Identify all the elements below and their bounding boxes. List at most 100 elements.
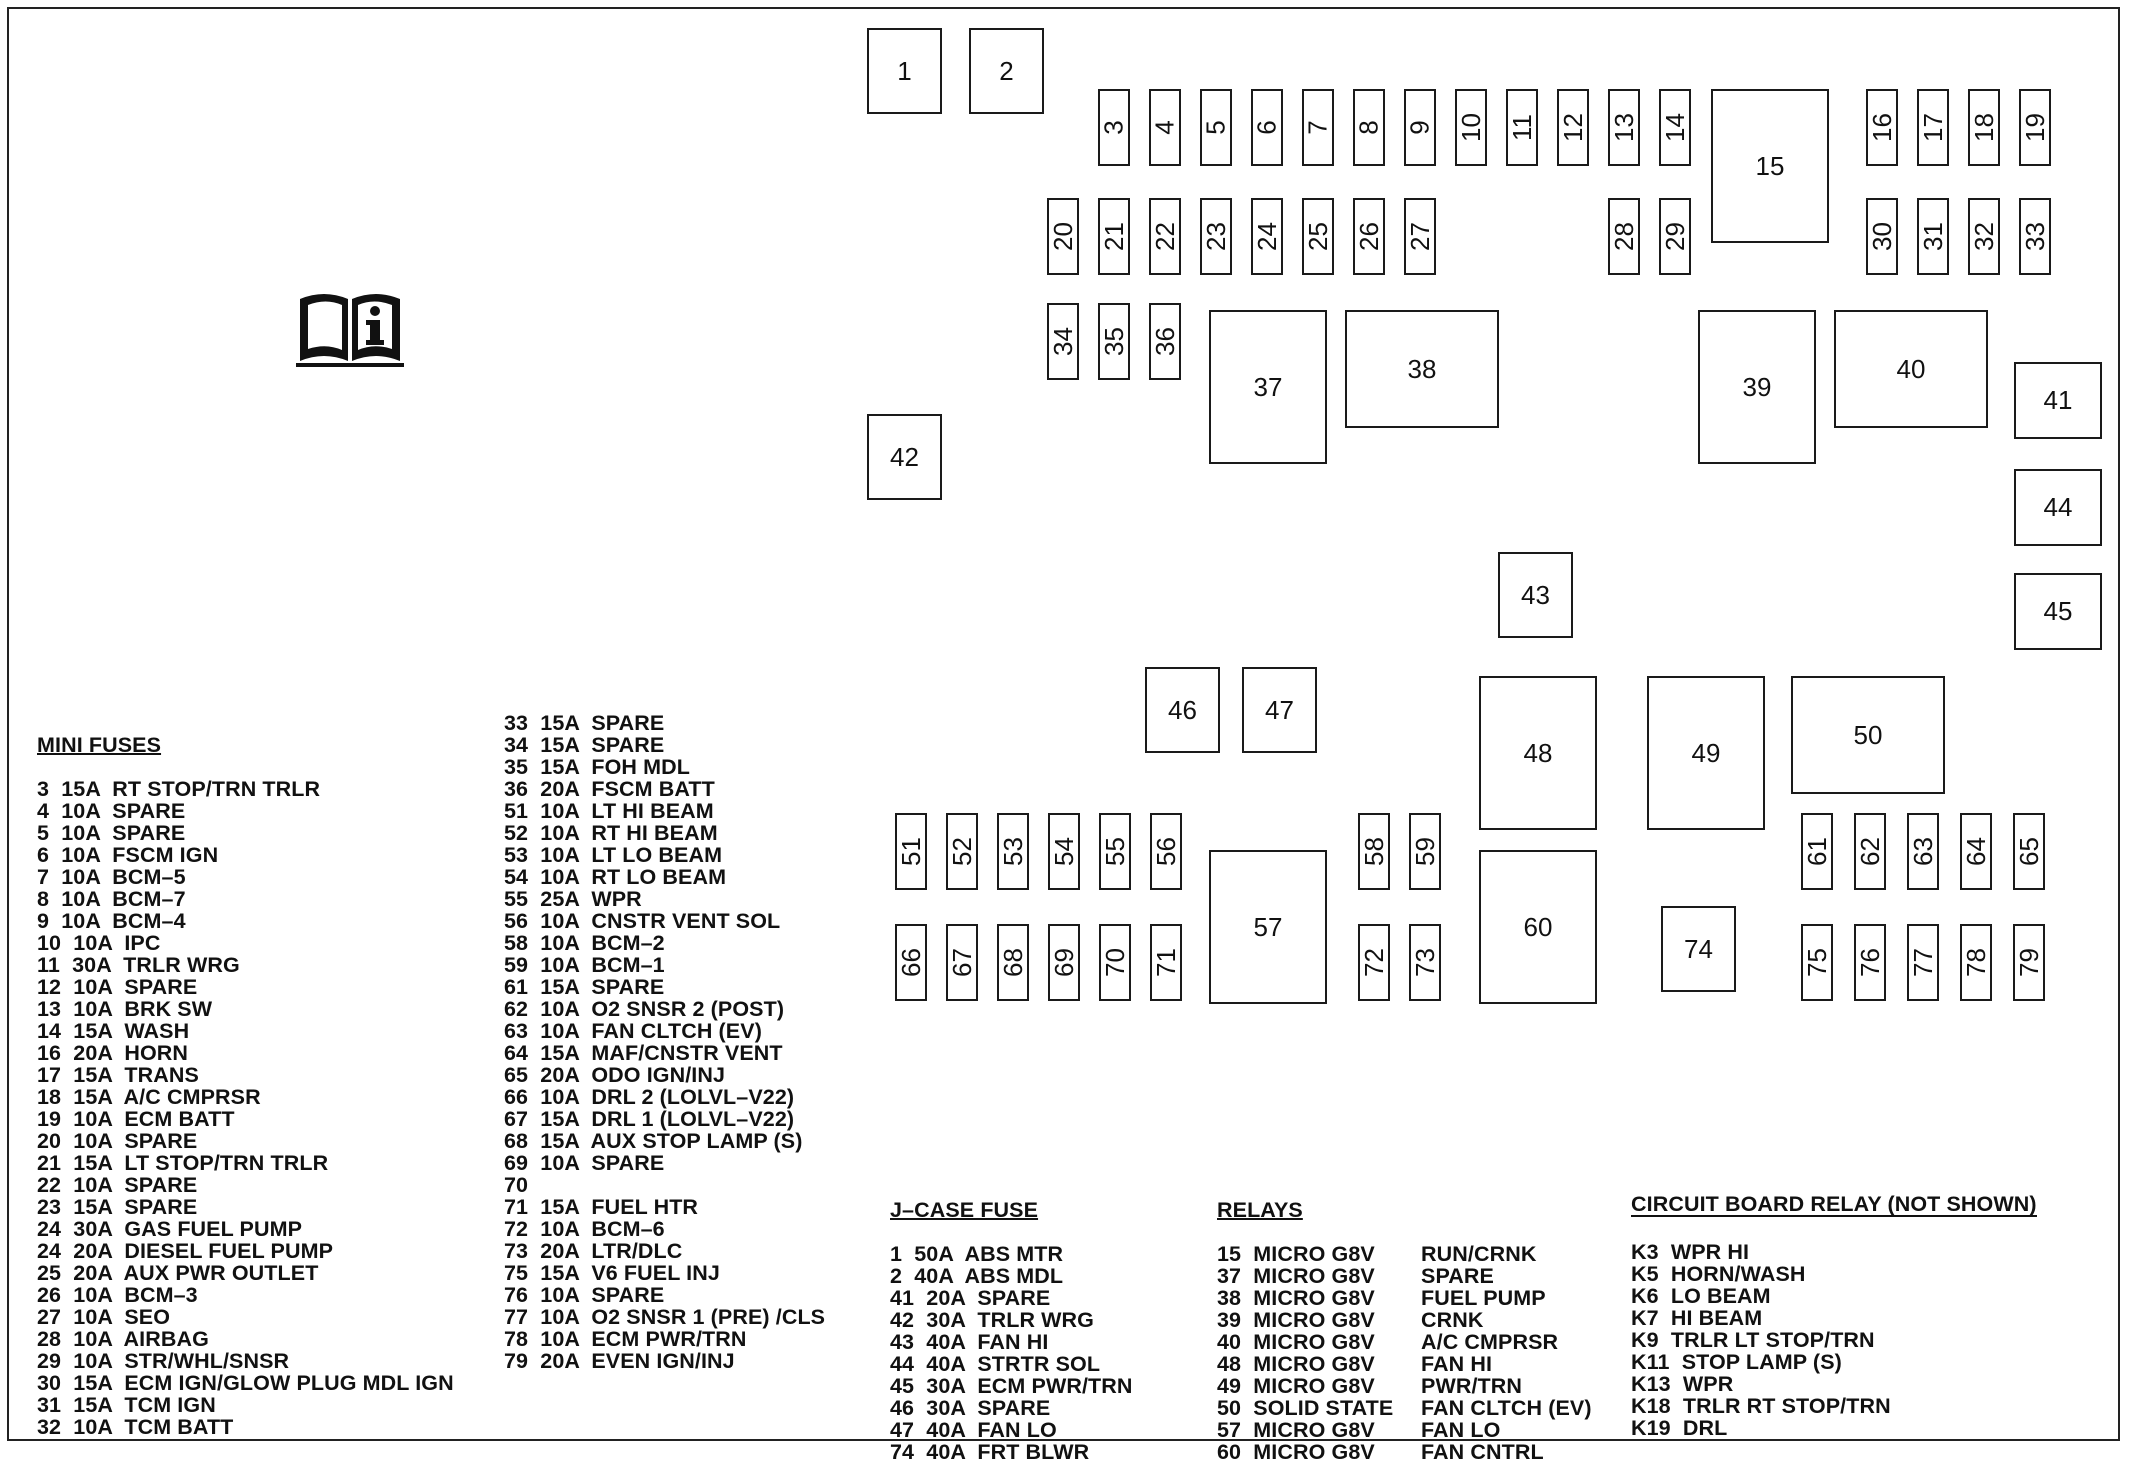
- owner-manual-info-icon: [296, 294, 404, 367]
- component-label: 40: [1896, 353, 1926, 384]
- fuse-12: 12: [1557, 89, 1589, 166]
- fuse-36: 36: [1149, 303, 1181, 380]
- fuse-51: 51: [895, 813, 927, 890]
- relay-type: 39 MICRO G8V: [1217, 1308, 1375, 1332]
- component-label: 31: [1917, 222, 1948, 251]
- relay-function: FAN HI: [1421, 1352, 1493, 1376]
- component-label: 34: [1047, 327, 1078, 356]
- fuse-61: 61: [1801, 813, 1833, 890]
- fuse-30: 30: [1866, 198, 1898, 275]
- component-label: 45: [2043, 596, 2073, 626]
- fuse-72: 72: [1358, 924, 1390, 1001]
- jcase-fuse-entry: 45 30A ECM PWR/TRN: [890, 1374, 1133, 1398]
- fuse-76: 76: [1854, 924, 1886, 1001]
- mini-fuse-entry: 32 10A TCM BATT: [37, 1415, 234, 1439]
- fuse-10: 10: [1455, 89, 1487, 166]
- fuse-64: 64: [1960, 813, 1992, 890]
- component-label: 75: [1801, 948, 1832, 977]
- diagram-frame: [7, 7, 2120, 1441]
- jcase-fuse-entry: 42 30A TRLR WRG: [890, 1308, 1094, 1332]
- fuse-6: 6: [1251, 89, 1283, 166]
- mini-fuse-entry: 34 15A SPARE: [504, 733, 665, 757]
- mini-fuse-entry: 24 20A DIESEL FUEL PUMP: [37, 1239, 334, 1263]
- jcase-fuse-42: 42: [867, 414, 942, 500]
- jcase-fuse-entry: 2 40A ABS MDL: [890, 1264, 1064, 1288]
- jcase-fuse-46: 46: [1145, 667, 1220, 753]
- mini-fuse-entry: 29 10A STR/WHL/SNSR: [37, 1349, 290, 1373]
- component-label: 63: [1907, 837, 1938, 866]
- component-label: 53: [997, 837, 1028, 866]
- jcase-fuse-entry: 44 40A STRTR SOL: [890, 1352, 1101, 1376]
- fuse-24: 24: [1251, 198, 1283, 275]
- jcase-fuse-43: 43: [1498, 552, 1573, 638]
- component-label: 6: [1251, 120, 1282, 135]
- mini-fuse-entry: 24 30A GAS FUEL PUMP: [37, 1217, 303, 1241]
- mini-fuse-entry: 71 15A FUEL HTR: [504, 1195, 699, 1219]
- relay-function: RUN/CRNK: [1421, 1242, 1537, 1266]
- relay-type: 37 MICRO G8V: [1217, 1264, 1375, 1288]
- mini-fuse-entry: 52 10A RT HI BEAM: [504, 821, 718, 845]
- component-label: 69: [1048, 948, 1079, 977]
- relay-40: 40: [1834, 310, 1988, 428]
- mini-fuse-entry: 76 10A SPARE: [504, 1283, 665, 1307]
- mini-fuse-entry: 70: [504, 1173, 529, 1197]
- mini-fuse-entry: 31 15A TCM IGN: [37, 1393, 216, 1417]
- component-label: 21: [1098, 222, 1129, 251]
- relay-37: 37: [1209, 310, 1327, 464]
- mini-fuse-entry: 58 10A BCM–2: [504, 931, 665, 955]
- mini-fuse-entry: 66 10A DRL 2 (LOLVL–V22): [504, 1085, 795, 1109]
- relay-50: 50: [1791, 676, 1945, 794]
- component-label: 38: [1407, 353, 1437, 384]
- relay-60: 60: [1479, 850, 1597, 1004]
- relay-function: CRNK: [1421, 1308, 1484, 1332]
- fuse-73: 73: [1409, 924, 1441, 1001]
- jcase-fuse-entry: 74 40A FRT BLWR: [890, 1440, 1090, 1464]
- component-label: 5: [1200, 120, 1231, 135]
- mini-fuse-entry: 27 10A SEO: [37, 1305, 171, 1329]
- fuse-7: 7: [1302, 89, 1334, 166]
- mini-fuse-entry: 61 15A SPARE: [504, 975, 665, 999]
- fuse-67: 67: [946, 924, 978, 1001]
- component-label: 67: [946, 948, 977, 977]
- relay-function: FAN CNTRL: [1421, 1440, 1544, 1464]
- fuse-56: 56: [1150, 813, 1182, 890]
- fuse-77: 77: [1907, 924, 1939, 1001]
- jcase-fuse-45: 45: [2014, 573, 2102, 650]
- mini-fuse-entry: 8 10A BCM–7: [37, 887, 186, 911]
- mini-fuse-entry: 54 10A RT LO BEAM: [504, 865, 727, 889]
- fuse-79: 79: [2013, 924, 2045, 1001]
- circuit-board-relay-entry: K19 DRL: [1631, 1416, 1728, 1440]
- component-label: 78: [1960, 948, 1991, 977]
- mini-fuse-entry: 33 15A SPARE: [504, 711, 665, 735]
- component-label: 70: [1099, 948, 1130, 977]
- fuse-66: 66: [895, 924, 927, 1001]
- component-label: 17: [1917, 113, 1948, 142]
- relay-type: 49 MICRO G8V: [1217, 1374, 1375, 1398]
- component-label: 64: [1960, 837, 1991, 866]
- component-label: 68: [997, 948, 1028, 977]
- component-label: 11: [1506, 114, 1537, 141]
- mini-fuse-entry: 30 15A ECM IGN/GLOW PLUG MDL IGN: [37, 1371, 454, 1395]
- relay-type: 50 SOLID STATE: [1217, 1396, 1394, 1420]
- relay-type: 38 MICRO G8V: [1217, 1286, 1375, 1310]
- mini-fuse-entry: 21 15A LT STOP/TRN TRLR: [37, 1151, 329, 1175]
- mini-fuse-entry: 64 15A MAF/CNSTR VENT: [504, 1041, 783, 1065]
- fuse-29: 29: [1659, 198, 1691, 275]
- component-label: 30: [1866, 222, 1897, 251]
- component-label: 7: [1302, 120, 1333, 135]
- jcase-fuse-2: 2: [969, 28, 1044, 114]
- circuit-board-relay-entry: K5 HORN/WASH: [1631, 1262, 1806, 1286]
- fuse-53: 53: [997, 813, 1029, 890]
- component-label: 71: [1150, 948, 1181, 977]
- circuit-board-relay-entry: K18 TRLR RT STOP/TRN: [1631, 1394, 1891, 1418]
- circuit-board-relay-heading: CIRCUIT BOARD RELAY (NOT SHOWN): [1631, 1192, 2037, 1217]
- mini-fuse-entry: 65 20A ODO IGN/INJ: [504, 1063, 726, 1087]
- jcase-fuse-entry: 43 40A FAN HI: [890, 1330, 1049, 1354]
- fuse-22: 22: [1149, 198, 1181, 275]
